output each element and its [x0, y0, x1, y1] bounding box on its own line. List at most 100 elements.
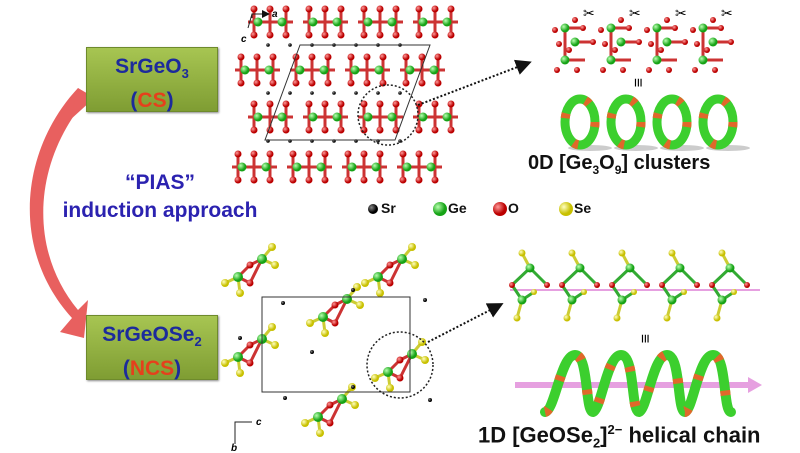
- strontium-atom: [354, 91, 358, 95]
- torus-band: [652, 94, 692, 150]
- germanium-atom: [625, 263, 635, 273]
- selenium-atom: [386, 384, 394, 392]
- oxygen-atom: [431, 31, 439, 39]
- srgeo3-crystal-structure: [232, 5, 458, 184]
- germanium-atom: [560, 55, 570, 65]
- strontium-atom: [351, 288, 355, 292]
- oxygen-atom: [648, 41, 654, 47]
- oxygen-atom: [431, 150, 439, 158]
- oxygen-atom: [246, 261, 254, 269]
- selenium-atom: [221, 279, 229, 287]
- oxygen-atom: [704, 47, 710, 53]
- oxygen-atom: [363, 53, 371, 61]
- unit-cell-bottom: [261, 296, 411, 393]
- legend-item-se: Se: [558, 200, 591, 217]
- oxygen-atom: [321, 126, 329, 134]
- oxygen-atom: [415, 176, 423, 184]
- caption-superscript: 2−: [607, 422, 623, 437]
- oxygen-atom: [308, 79, 316, 87]
- oxygen-atom: [415, 150, 423, 158]
- oxygen-atom: [250, 126, 258, 134]
- unit-cell-top: [264, 44, 431, 141]
- selenium-atom: [613, 314, 621, 322]
- oxygen-atom: [402, 53, 410, 61]
- oxygen-atom: [266, 100, 274, 108]
- oxygen-atom: [644, 27, 650, 33]
- germanium-atom: [517, 295, 527, 305]
- oxygen-atom: [682, 39, 688, 45]
- germanium-atom: [264, 65, 274, 75]
- legend-label: Se: [574, 200, 592, 216]
- paren: ): [174, 357, 182, 381]
- oxygen-atom: [305, 150, 313, 158]
- scissors-icon: ✂: [583, 5, 595, 21]
- germanium-atom: [407, 349, 417, 359]
- germanium-atom: [387, 17, 397, 27]
- oxygen-atom: [253, 53, 261, 61]
- caption-part: ]: [600, 422, 608, 448]
- oxygen-atom: [447, 31, 455, 39]
- germanium-atom: [363, 112, 373, 122]
- oxygen-atom: [363, 79, 371, 87]
- germanium-atom: [318, 312, 328, 322]
- srgeose2-label-box: SrGeOSe2 (NCS): [86, 315, 218, 380]
- germanium-atom: [667, 295, 677, 305]
- selenium-atom: [731, 289, 737, 295]
- germanium-atom: [442, 112, 452, 122]
- oxygen-atom: [712, 67, 718, 73]
- caption-part: 0D [Ge: [528, 152, 593, 174]
- selenium-atom: [568, 249, 576, 257]
- selenium-atom: [563, 314, 571, 322]
- oxygen-atom: [305, 31, 313, 39]
- selenium-atom: [268, 243, 276, 251]
- germanium-atom: [277, 112, 287, 122]
- selenium-atom: [271, 341, 279, 349]
- oxygen-atom: [618, 17, 624, 23]
- germanium-atom: [405, 65, 415, 75]
- selenium-atom: [361, 279, 369, 287]
- germanium-atom: [418, 112, 428, 122]
- oxygen-atom: [644, 282, 650, 288]
- germanium-atom: [371, 162, 381, 172]
- oxygen-atom: [234, 150, 242, 158]
- germanium-atom: [570, 37, 580, 47]
- caption-part: O: [599, 152, 615, 174]
- selection-circle-bottom: [366, 331, 434, 399]
- selenium-atom: [268, 323, 276, 331]
- oxygen-atom: [321, 150, 329, 158]
- legend-label: O: [508, 200, 519, 216]
- selenium-atom: [316, 429, 324, 437]
- strontium-atom: [266, 43, 270, 47]
- oxygen-atom: [399, 176, 407, 184]
- germanium-atom: [342, 294, 352, 304]
- oxygen-atom: [250, 100, 258, 108]
- germanium-atom: [617, 295, 627, 305]
- oxygen-atom: [376, 150, 384, 158]
- selenium-atom: [356, 301, 364, 309]
- oxygen-atom: [282, 126, 290, 134]
- atom-ball-icon: [433, 202, 447, 217]
- oxygen-atom: [282, 31, 290, 39]
- oxygen-atom: [434, 53, 442, 61]
- oxygen-atom: [600, 67, 606, 73]
- strontium-atom: [281, 301, 285, 305]
- oxygen-atom: [250, 5, 258, 13]
- oxygen-atom: [246, 341, 254, 349]
- legend-label: Ge: [448, 200, 467, 216]
- srgeo3-label-box: SrGeO3 (CS): [86, 47, 218, 112]
- oxygen-atom: [646, 67, 652, 73]
- germanium-atom: [308, 17, 318, 27]
- germanium-atom: [567, 295, 577, 305]
- oxygen-atom: [308, 53, 316, 61]
- germanium-atom: [350, 65, 360, 75]
- atom-ball-icon: [368, 204, 378, 215]
- strontium-atom: [238, 336, 242, 340]
- axis-label-a: a: [272, 9, 278, 20]
- legend-item-o: O: [492, 200, 519, 217]
- oxygen-atom: [572, 17, 578, 23]
- germanium-atom: [261, 162, 271, 172]
- oxygen-atom: [360, 150, 368, 158]
- oxygen-atom: [709, 282, 715, 288]
- selenium-atom: [353, 283, 361, 291]
- germanium-atom: [725, 263, 735, 273]
